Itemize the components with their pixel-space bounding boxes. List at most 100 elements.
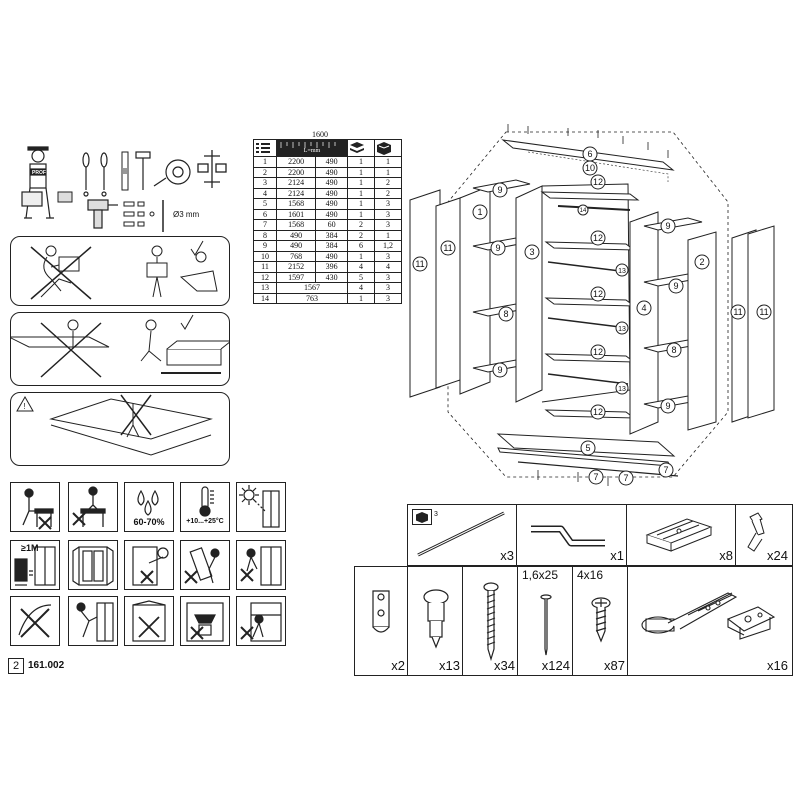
rail-box-number: 3 — [434, 511, 438, 518]
label-6: 6 — [587, 149, 592, 159]
wardrobe-exploded-diagram: 6 12 10 1 11 9 9 3 8 9 11 12 12 12 12 13… — [398, 122, 783, 494]
label-8-a: 8 — [503, 309, 508, 319]
table-cell: 5 — [347, 271, 375, 283]
table-cell: 1 — [374, 156, 402, 168]
hardware-cam: x13 — [407, 566, 465, 676]
label-9-d: 9 — [665, 221, 670, 231]
table-cell: 1 — [347, 250, 375, 262]
table-cell: 11 — [253, 261, 277, 273]
table-cell: 8 — [253, 229, 277, 241]
bracket-count: x2 — [391, 658, 405, 673]
table-cell: 2 — [347, 229, 375, 241]
care-icon-no-kids — [124, 540, 174, 590]
table-header-row: L=mm — [253, 139, 402, 157]
humidity-label: 60-70% — [133, 517, 165, 527]
hardware-rail: 3 x3 — [407, 504, 519, 566]
care-icon-no-standing — [10, 482, 60, 532]
table-cell: 490 — [315, 198, 348, 210]
drill-size-label: Ø3 mm — [173, 210, 200, 219]
care-icon-no-overload — [236, 540, 286, 590]
table-cell: 4 — [347, 261, 375, 273]
hinge-icon — [641, 592, 776, 640]
table-cell: 1 — [347, 292, 375, 304]
table-cell: 10 — [253, 250, 277, 262]
table-cell: 2 — [253, 166, 277, 178]
hardware-long-screw: x34 — [462, 566, 520, 676]
table-cell: 9 — [253, 240, 277, 252]
table-cell: 490 — [275, 240, 317, 252]
label-2: 2 — [699, 257, 704, 267]
page-number: 2 — [8, 658, 24, 674]
hinge-count: x16 — [767, 658, 788, 673]
label-11-right-a: 11 — [733, 307, 742, 317]
table-cell: 1 — [374, 229, 402, 241]
clip-icon — [645, 518, 713, 552]
label-9-f: 9 — [665, 401, 670, 411]
warning-illustration: ! — [16, 394, 213, 456]
hardware-clip: x8 — [626, 504, 738, 566]
label-11-left-b: 11 — [443, 243, 452, 253]
label-12-e: 12 — [593, 407, 603, 417]
distance-label: ≥1M — [21, 543, 39, 553]
cam-lock-icon — [423, 589, 449, 649]
screwdriver-icon — [82, 152, 108, 197]
table-cell: 384 — [315, 240, 348, 252]
table-cell: 490 — [315, 166, 348, 178]
label-7-a: 7 — [593, 472, 598, 482]
rail-count: x3 — [500, 548, 514, 563]
table-width-label: 1600 — [312, 130, 328, 139]
care-icon-no-wet-cleaning — [10, 596, 60, 646]
table-cell: 1 — [347, 166, 375, 178]
label-11-left-a: 11 — [415, 259, 424, 269]
tape-measure-icon — [153, 159, 191, 187]
label-13-c: 13 — [618, 386, 626, 393]
table-cell: 2200 — [275, 156, 317, 168]
long-screw-count: x34 — [494, 658, 515, 673]
cam-count: x13 — [439, 658, 460, 673]
table-cell: 3 — [374, 198, 402, 210]
label-13-a: 13 — [618, 268, 626, 275]
hardware-bracket: x2 — [354, 566, 410, 676]
hardware-hinge: x16 — [627, 566, 793, 676]
table-cell: 1,2 — [374, 240, 402, 252]
label-1: 1 — [477, 207, 482, 217]
table-cell: 4 — [253, 187, 277, 199]
table-cell: 1 — [253, 156, 277, 168]
label-12-top: 12 — [593, 177, 603, 187]
table-cell: 1 — [347, 156, 375, 168]
short-screw-icon — [591, 597, 611, 643]
lifting-illustration — [30, 240, 218, 300]
care-icon-push — [68, 596, 118, 646]
shelf-pin-icon — [747, 512, 765, 552]
table-cell: 1 — [347, 208, 375, 220]
label-13-b: 13 — [618, 326, 626, 333]
label-9-a: 9 — [497, 185, 502, 195]
table-cell: 490 — [315, 177, 348, 189]
drill-bits-icon — [123, 200, 164, 232]
worker-icon — [21, 146, 54, 219]
label-7-c: 7 — [663, 465, 668, 475]
shelf-pin-count: x24 — [767, 548, 788, 563]
long-screw-icon — [483, 582, 499, 662]
care-icon-no-heavy-items — [180, 596, 230, 646]
hardware-nail: 1,6x25 x124 — [517, 566, 575, 676]
screw-size: 4x16 — [577, 568, 604, 582]
svg-text:PROF: PROF — [32, 170, 46, 176]
table-cell: 490 — [315, 250, 348, 262]
tools-illustration: PROF — [21, 146, 227, 232]
table-cell: 430 — [315, 271, 348, 283]
label-8-b: 8 — [671, 345, 676, 355]
tools-section: PROF — [18, 142, 238, 234]
table-cell: 6 — [253, 208, 277, 220]
package-icon — [374, 139, 402, 157]
label-12-b: 12 — [593, 233, 603, 243]
table-cell: 1568 — [275, 198, 317, 210]
care-icon-distance: ≥1M — [10, 540, 60, 590]
